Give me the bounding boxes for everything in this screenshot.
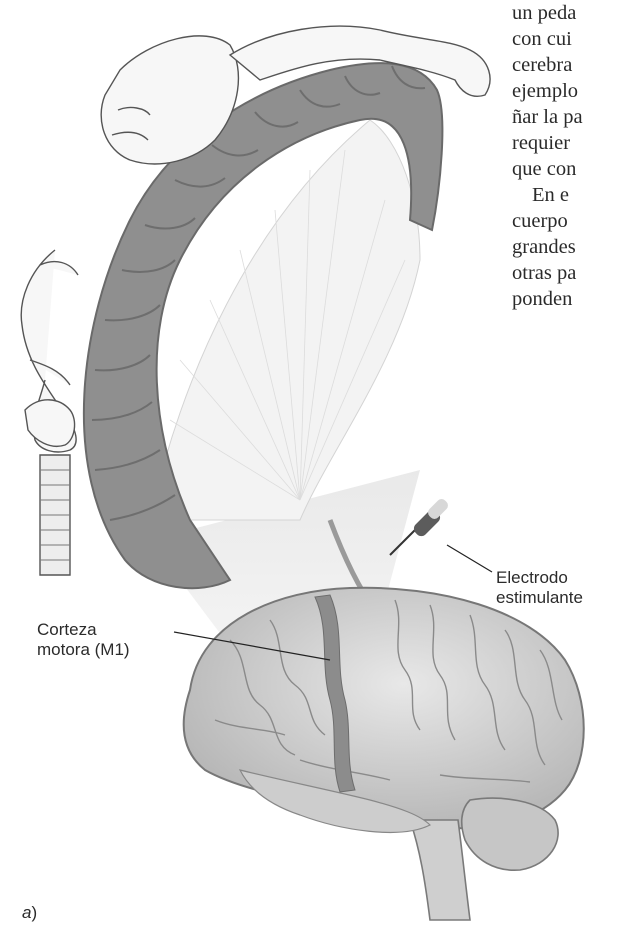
body-text-line: que con xyxy=(512,156,626,182)
body-text-line: ñar la pa xyxy=(512,104,626,130)
panel-label: a) xyxy=(22,903,37,923)
body-text-line: otras pa xyxy=(512,260,626,286)
brain-stem xyxy=(410,820,470,920)
panel-paren: ) xyxy=(31,903,37,922)
body-text-line: ejemplo xyxy=(512,78,626,104)
motor-cortex-label: Corteza motora (M1) xyxy=(37,620,130,660)
electrode-label-line2: estimulante xyxy=(496,588,583,608)
body-text-column: un peda con cui cerebra ejemplo ñar la p… xyxy=(512,0,626,312)
body-text-line: requier xyxy=(512,130,626,156)
body-text-line: un peda xyxy=(512,0,626,26)
brain-cerebrum xyxy=(184,588,584,829)
body-text-line: En e xyxy=(512,182,626,208)
motor-cortex-label-line1: Corteza xyxy=(37,620,130,640)
homunculus-tongue-icon xyxy=(25,400,75,446)
body-text-line: grandes xyxy=(512,234,626,260)
brain-cerebellum xyxy=(462,798,558,870)
motor-cortex-label-line2: motora (M1) xyxy=(37,640,130,660)
body-text-line: con cui xyxy=(512,26,626,52)
body-text-line: ponden xyxy=(512,286,626,312)
electrode-leader-line xyxy=(447,545,492,572)
body-text-line: cerebra xyxy=(512,52,626,78)
body-text-line: cuerpo xyxy=(512,208,626,234)
electrode-label-line1: Electrodo xyxy=(496,568,583,588)
electrode-label: Electrodo estimulante xyxy=(496,568,583,608)
